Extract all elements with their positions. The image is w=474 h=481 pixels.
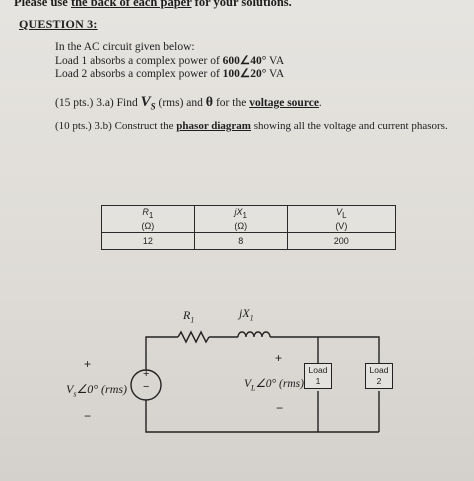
part-b-pts: (10 pts.) 3.b) Construct the [55,120,177,132]
load2-value: 100∠20° [222,68,267,80]
header-r1-sub: 1 [148,210,154,220]
vs-symbol: V [66,382,74,396]
vl-tail: ∠0° (rms) [255,378,304,390]
header-vl-symbol: V [336,207,343,217]
vs-minus: − [84,409,92,423]
load2-unit: VA [266,68,285,80]
vs-label: Vs∠0° (rms) [66,382,127,398]
header-r1-unit: (Ω) [141,220,155,231]
header-pre: Please use [14,0,71,9]
voltage-source-symbol [130,369,162,401]
header-x1-unit: (Ω) [234,220,248,231]
question-title: QUESTION 3: [19,17,98,31]
vs-plus: + [84,357,92,371]
vl-minus: − [276,401,284,415]
load2-number: 2 [376,376,382,386]
part-a-target: voltage source [249,97,319,109]
load1-text: Load [308,365,328,375]
part-a-prompt: (15 pts.) 3.a) Find VS (rms) and θ for t… [55,94,322,111]
header-vl-unit: (V) [335,220,348,231]
vl-sub: L [251,383,256,393]
load2-line: Load 2 absorbs a complex power of 100∠20… [55,68,284,82]
header-post: for your solutions. [191,0,292,9]
r1-sub: 1 [190,315,195,325]
resistor-r1-symbol [177,330,210,344]
part-a-sub: S [150,101,156,112]
top-wire-right [270,336,380,363]
vs-tail: ∠0° (rms) [76,382,128,396]
source-minus-sign: − [143,381,150,393]
vl-plus: + [275,351,283,365]
intro-line: In the AC circuit given below: [55,41,195,53]
part-a-end: . [318,97,322,109]
load2-pre: Load 2 absorbs a complex power of [55,68,223,80]
circuit-diagram [130,330,380,433]
r1-symbol: R [183,308,191,322]
load1-value: 600∠40° [222,54,267,67]
x1-label: jX1 [239,306,254,322]
header-vl: VL(V) [286,205,397,233]
header-underlined: the back of each paper [70,0,192,9]
source-plus-sign: + [143,368,150,380]
instructions-header: Please use the back of each paper for yo… [14,0,292,10]
part-b-end: showing all the voltage and current phas… [250,120,448,132]
header-r1-symbol: R [142,207,149,217]
value-x1: 8 [193,231,288,250]
load1-number: 1 [315,376,321,386]
part-b-target: phasor diagram [176,120,251,132]
load1-unit: VA [266,54,285,67]
question-intro-block: In the AC circuit given below: Load 1 ab… [55,41,284,82]
header-r1: R1(Ω) [101,205,195,233]
table-row: 12 8 200 [101,231,397,250]
vs-sub: s [73,389,77,399]
value-vl: 200 [286,231,397,250]
r1-label: R1 [183,308,194,324]
x1-symbol: jX [239,306,250,320]
header-x1: jX1(Ω) [193,205,288,233]
header-x1-sub: 1 [242,210,247,220]
load1-line: Load 1 absorbs a complex power of 600∠40… [55,55,284,69]
part-a-for: for the [213,97,250,109]
x1-sub: 1 [249,313,254,323]
top-wire-left [145,336,178,370]
value-r1: 12 [101,231,195,250]
parameter-table: R1(Ω) jX1(Ω) VL(V) 12 8 200 [101,205,397,250]
part-a-pts: (15 pts.) 3.a) Find [55,97,141,109]
part-b-prompt: (10 pts.) 3.b) Construct the phasor diag… [55,120,448,132]
bottom-wire [145,400,379,433]
load2-text: Load [369,365,389,375]
header-x1-symbol: jX [234,207,243,217]
part-a-mid: (rms) and [155,97,206,109]
part-a-theta: θ [205,95,214,110]
vl-symbol: V [244,378,252,390]
inductor-x1-symbol [237,331,271,338]
header-vl-sub: L [342,210,347,220]
table-header-row: R1(Ω) jX1(Ω) VL(V) [101,205,397,233]
vl-label: VL∠0° (rms) [244,376,304,392]
load1-pre: Load 1 absorbs a complex power of [55,54,223,67]
part-a-var: V [140,94,151,110]
